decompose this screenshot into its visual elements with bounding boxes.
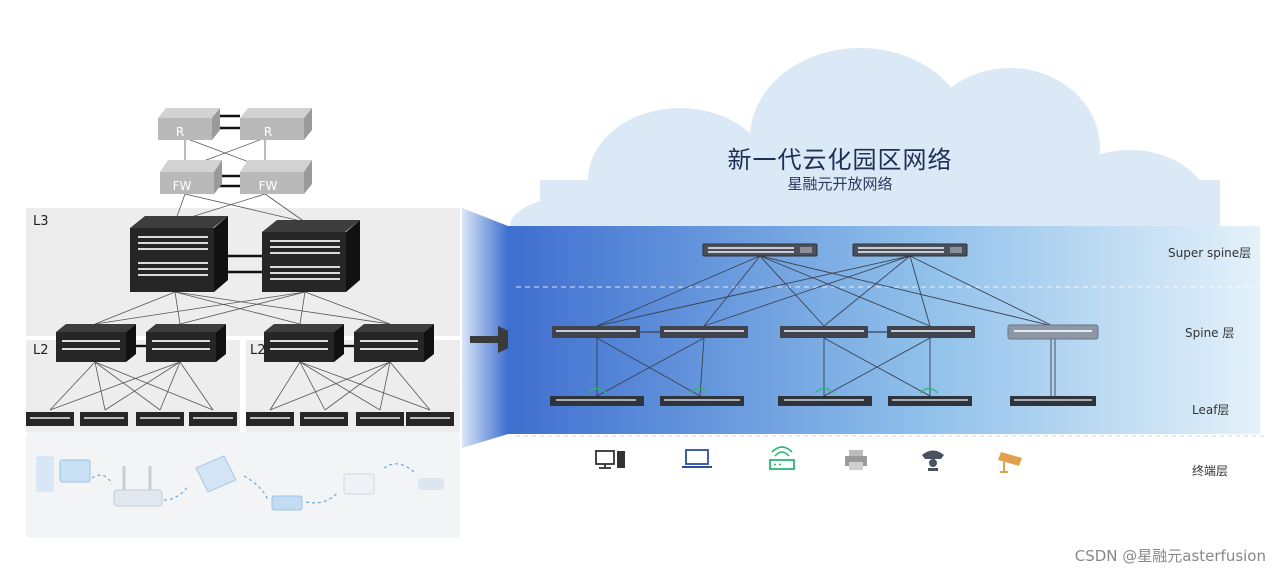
camera-device-icon [418, 478, 444, 490]
router-left [158, 108, 220, 140]
desktop-computer-icon [595, 450, 625, 469]
agg-switches [56, 324, 434, 362]
firewall-left [160, 160, 222, 194]
legacy-links [49, 137, 431, 411]
camera-icon [998, 452, 1022, 473]
router-right-label: R [264, 125, 272, 139]
cloud-title: 新一代云化园区网络 [727, 146, 953, 174]
core-switch-right [262, 220, 360, 292]
super-spine-layer-label: Super spine层 [1168, 246, 1252, 260]
core-switch-left [130, 216, 228, 292]
legacy-terminals [36, 455, 444, 511]
super-spine-switch-1 [702, 243, 818, 257]
router-left-label: R [176, 125, 184, 139]
terminal-layer-label: 终端层 [1192, 464, 1229, 478]
phone-device-icon [343, 473, 375, 495]
leaf-mlag-links [587, 387, 939, 394]
pc-tower-icon [36, 456, 54, 492]
firewall-right [240, 160, 312, 194]
leaf-layer-label: Leaf层 [1192, 403, 1230, 417]
l3-label: L3 [33, 214, 49, 229]
cloud-subtitle: 星融元开放网络 [787, 175, 893, 193]
transition-arrow [470, 336, 502, 343]
super-spine-switch-2 [852, 243, 968, 257]
wireless-ap-icon [769, 446, 795, 470]
tablet-device-icon [271, 495, 303, 511]
firewall-left-label: FW [173, 179, 192, 193]
monitor-icon [59, 459, 91, 483]
fabric-links [596, 255, 1056, 397]
ip-phone-icon [922, 450, 944, 471]
legacy-terminal-panel [26, 432, 460, 538]
firewall-right-label: FW [259, 179, 278, 193]
laptop-device-icon [195, 455, 237, 493]
laptop-icon [682, 449, 712, 468]
router-right [240, 108, 312, 140]
access-switches [26, 412, 454, 426]
l2-left-label: L2 [33, 343, 49, 358]
printer-icon [845, 450, 867, 470]
watermark: CSDN @星融元asterfusion [1074, 547, 1266, 565]
transition-funnel [462, 208, 508, 448]
spine-layer-label: Spine 层 [1185, 326, 1235, 340]
l2-right-label: L2 [250, 343, 266, 358]
router-device-icon [113, 489, 163, 507]
